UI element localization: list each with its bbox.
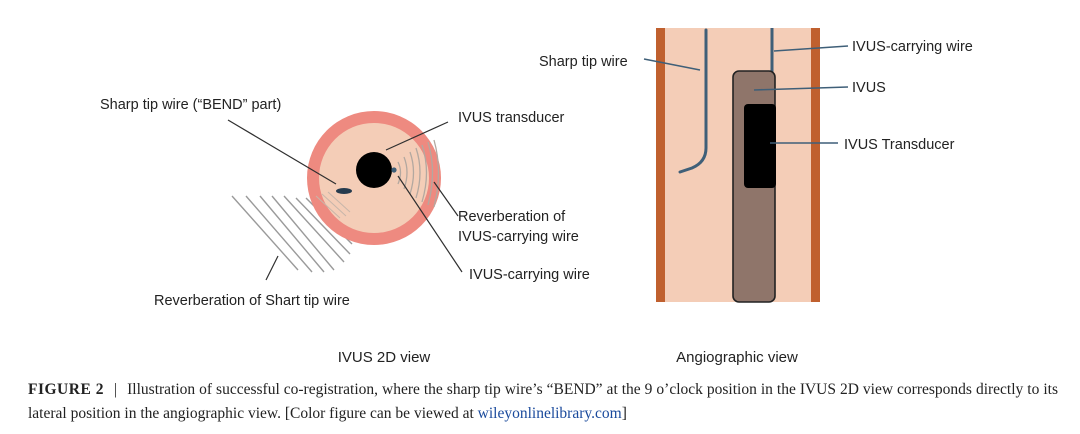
label-ivus-transducer-2d: IVUS transducer xyxy=(458,110,565,126)
ivus-2d-view-title: IVUS 2D view xyxy=(338,349,431,366)
ivus-wire-reverberation-arcs xyxy=(397,139,440,208)
figure-caption: FIGURE 2 |Illustration of successful co-r… xyxy=(28,378,1058,426)
caption-separator: | xyxy=(114,381,118,398)
label-sharp-tip-wire-angio: Sharp tip wire xyxy=(539,54,628,70)
figure-illustration: Sharp tip wire (“BEND” part) IVUS transd… xyxy=(100,28,973,366)
label-reverb-sharp-tip-wire: Reverberation of Shart tip wire xyxy=(154,293,350,309)
figure-number: FIGURE 2 xyxy=(28,381,105,398)
label-ivus-carrying-wire-angio: IVUS-carrying wire xyxy=(852,39,973,55)
label-ivus-transducer-angio: IVUS Transducer xyxy=(844,137,955,153)
caption-closing: ] xyxy=(621,405,627,422)
angio-vessel-wall-left xyxy=(656,28,665,302)
ivus-2d-view: Sharp tip wire (“BEND” part) IVUS transd… xyxy=(100,97,590,366)
sharp-tip-bend-marker xyxy=(336,188,352,194)
ivus-transducer-circle xyxy=(356,152,392,188)
angiographic-view-title: Angiographic view xyxy=(676,349,798,366)
label-reverb-ivus-wire-line1: Reverberation of xyxy=(458,209,566,225)
wiley-online-library-link[interactable]: wileyonlinelibrary.com xyxy=(477,405,622,422)
caption-text: Illustration of successful co-registrati… xyxy=(28,381,1058,422)
ivus-2d-leader-lines xyxy=(227,119,463,281)
angio-vessel-wall-right xyxy=(811,28,820,302)
label-ivus-carrying-wire-2d: IVUS-carrying wire xyxy=(469,267,590,283)
ivus-wire-dot xyxy=(391,167,397,173)
label-sharp-tip-bend: Sharp tip wire (“BEND” part) xyxy=(100,97,281,113)
angio-leader-lines xyxy=(643,45,849,144)
angio-ivus-transducer xyxy=(744,104,776,188)
label-reverb-ivus-wire-line2: IVUS-carrying wire xyxy=(458,229,579,245)
label-ivus-angio: IVUS xyxy=(852,80,886,96)
bend-inner-streaks xyxy=(315,191,351,219)
angio-sharp-tip-wire xyxy=(678,28,708,174)
angiographic-view: Sharp tip wire IVUS-carrying wire IVUS I… xyxy=(539,28,973,366)
